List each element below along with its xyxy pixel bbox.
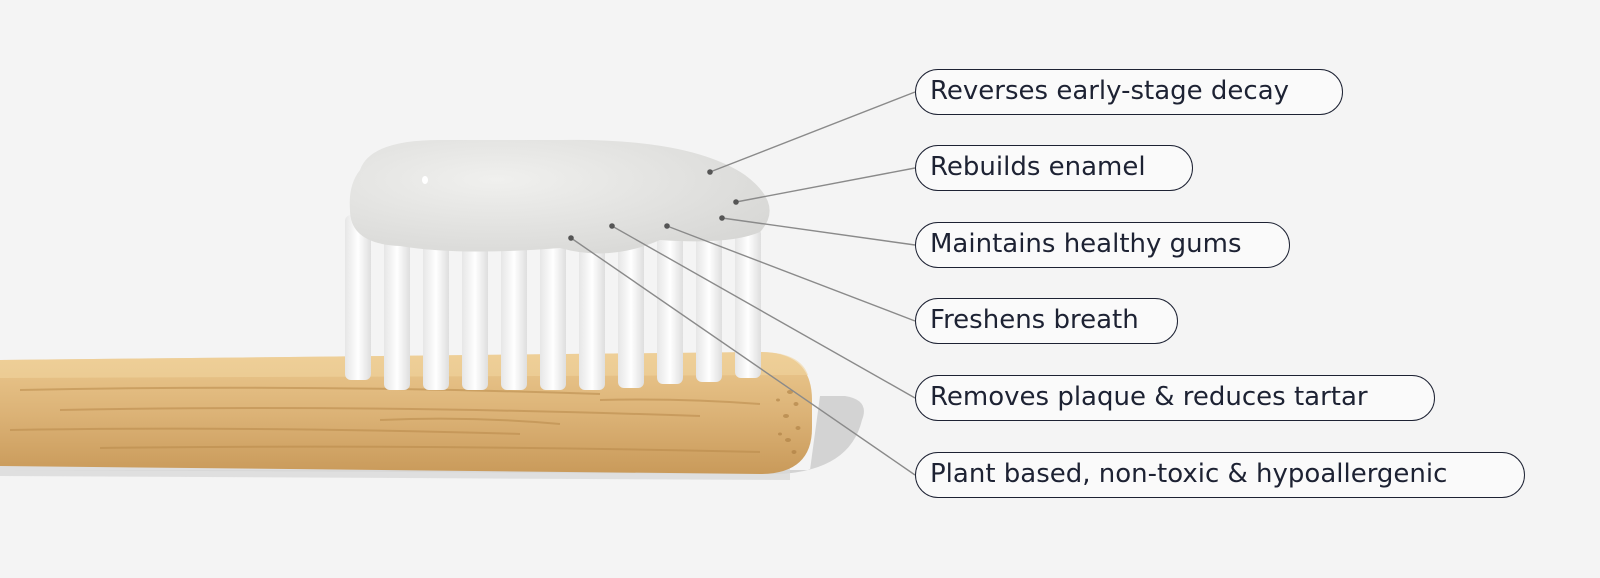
- callout-rebuilds-enamel: Rebuilds enamel: [915, 145, 1193, 191]
- callout-anchor-dots: [568, 169, 739, 241]
- callout-healthy-gums: Maintains healthy gums: [915, 222, 1290, 268]
- bristles: [345, 215, 761, 390]
- callout-removes-plaque: Removes plaque & reduces tartar: [915, 375, 1435, 421]
- callout-plant-based: Plant based, non-toxic & hypoallergenic: [915, 452, 1525, 498]
- bamboo-handle: [0, 352, 812, 474]
- callout-freshens-breath: Freshens breath: [915, 298, 1178, 344]
- callout-reverses-decay: Reverses early-stage decay: [915, 69, 1343, 115]
- callout-leader-lines: [570, 91, 916, 476]
- toothpaste-blob: [349, 139, 770, 254]
